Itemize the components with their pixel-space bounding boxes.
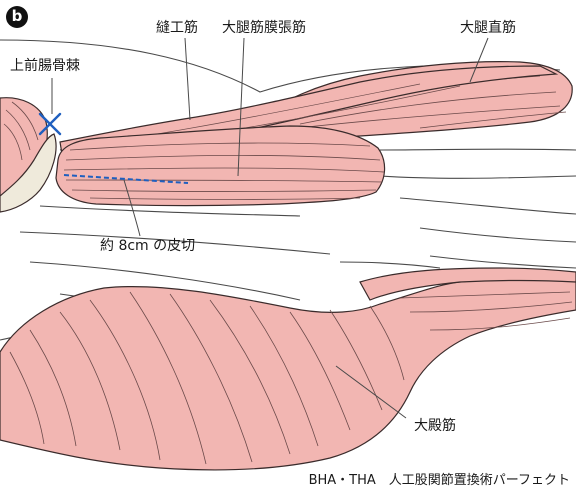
label-tensor-fasciae-latae: 大腿筋膜張筋 <box>222 20 306 36</box>
leader-gluteus <box>335 365 407 419</box>
tensor-fasciae-latae <box>55 125 386 207</box>
gluteus-maximus <box>0 267 576 471</box>
asis-marker-icon <box>38 112 62 136</box>
label-incision: 約 8cm の皮切 <box>100 238 196 254</box>
incision-line <box>63 174 189 184</box>
label-asis: 上前腸骨棘 <box>10 58 80 74</box>
label-sartorius: 縫工筋 <box>156 20 198 36</box>
leader-rectus <box>469 37 489 83</box>
leader-tfl <box>237 37 245 177</box>
figure-badge: b <box>6 6 28 28</box>
leader-sartorius <box>184 37 191 121</box>
figure-caption: BHA・THA 人工股関節置換術パーフェクト <box>308 473 570 488</box>
label-gluteus-maximus: 大殿筋 <box>414 418 456 434</box>
label-rectus-femoris: 大腿直筋 <box>460 20 516 36</box>
leader-lines <box>51 37 489 419</box>
iliac-fibers <box>3 101 39 161</box>
gluteus-maximus-upper <box>359 267 576 301</box>
iliac-bone <box>0 133 57 213</box>
iliac-region <box>0 97 57 213</box>
leader-incision <box>123 179 141 237</box>
